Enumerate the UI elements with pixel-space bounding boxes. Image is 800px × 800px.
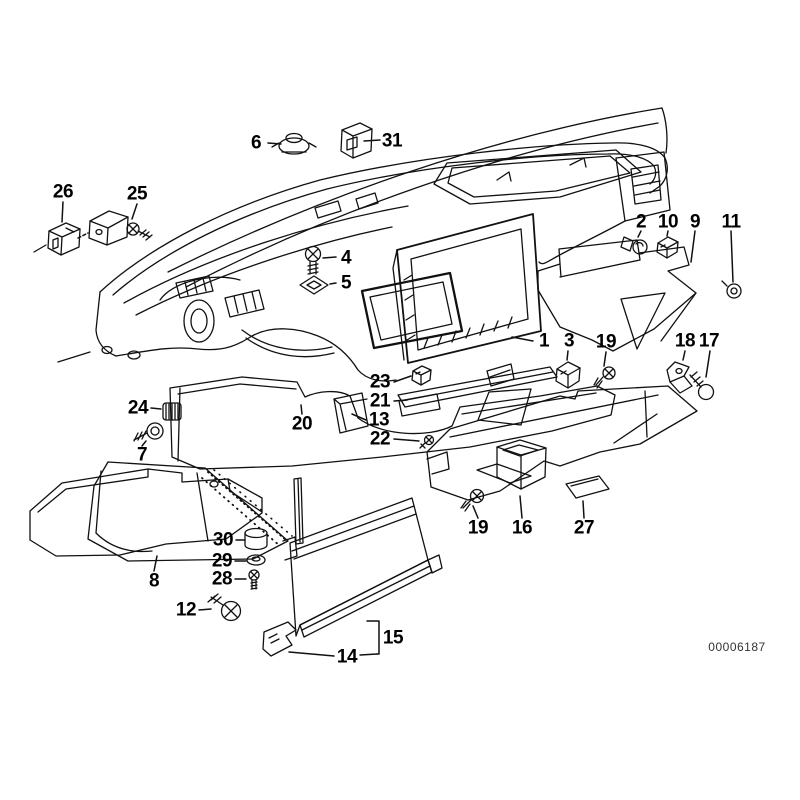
screw-19-lower-drawing xyxy=(460,488,485,512)
grommet-11-drawing xyxy=(721,280,742,299)
part-label-3[interactable]: 3 xyxy=(563,330,575,352)
part-label-19a[interactable]: 19 xyxy=(595,331,617,353)
clip-23-drawing xyxy=(411,365,432,386)
part-label-13[interactable]: 13 xyxy=(368,409,390,431)
part-label-18[interactable]: 18 xyxy=(674,330,696,352)
part-label-27[interactable]: 27 xyxy=(573,517,595,539)
part-label-1[interactable]: 1 xyxy=(538,330,550,352)
clip-6-drawing xyxy=(271,132,317,155)
part-label-25[interactable]: 25 xyxy=(126,183,148,205)
bulb-2-drawing xyxy=(620,236,648,255)
rail-21-drawing xyxy=(397,363,558,417)
part-label-31[interactable]: 31 xyxy=(381,130,403,152)
part-label-28[interactable]: 28 xyxy=(211,568,233,590)
part-label-2[interactable]: 2 xyxy=(635,211,647,233)
part-label-17[interactable]: 17 xyxy=(698,330,720,352)
part-label-9[interactable]: 9 xyxy=(689,211,701,233)
part-label-26[interactable]: 26 xyxy=(52,181,74,203)
screw-19-upper-drawing xyxy=(593,366,616,389)
dashboard-panel-drawing xyxy=(57,107,671,382)
screw-28-drawing xyxy=(248,569,260,590)
part-label-15[interactable]: 15 xyxy=(382,627,404,649)
part-label-6[interactable]: 6 xyxy=(250,132,262,154)
cap-30-drawing xyxy=(244,527,268,551)
pad-27-drawing xyxy=(565,475,610,499)
nut-24-drawing xyxy=(162,402,182,421)
part-label-30[interactable]: 30 xyxy=(212,529,234,551)
part-label-7[interactable]: 7 xyxy=(136,444,148,466)
part-label-20[interactable]: 20 xyxy=(291,413,313,435)
part-label-29[interactable]: 29 xyxy=(211,550,233,572)
washer-29-drawing xyxy=(246,554,266,566)
screw-17-drawing xyxy=(689,371,715,401)
part-label-19b[interactable]: 19 xyxy=(467,517,489,539)
part-label-11[interactable]: 11 xyxy=(721,211,741,233)
part-label-5[interactable]: 5 xyxy=(340,272,352,294)
bracket-18-drawing xyxy=(666,361,693,394)
part-label-14[interactable]: 14 xyxy=(336,646,358,668)
part-label-24[interactable]: 24 xyxy=(127,397,149,419)
clip-26-drawing xyxy=(33,222,81,256)
bracket-25-drawing xyxy=(88,210,153,246)
screw-4-drawing xyxy=(304,245,322,275)
bracket-13-drawing xyxy=(333,392,369,434)
part-label-23[interactable]: 23 xyxy=(369,371,391,393)
part-label-8[interactable]: 8 xyxy=(148,570,160,592)
bracket-9-drawing xyxy=(537,239,697,352)
trim-panel-20-drawing xyxy=(169,376,616,470)
tray-16-drawing xyxy=(476,439,547,490)
part-label-12[interactable]: 12 xyxy=(175,599,197,621)
lower-panel-15-drawing xyxy=(262,477,443,657)
clip-31-drawing xyxy=(340,122,373,159)
clip-5-drawing xyxy=(299,275,329,295)
bolt-12-drawing xyxy=(207,593,242,622)
clip-3-drawing xyxy=(555,361,581,389)
screw-22-drawing xyxy=(419,434,435,449)
part-label-21[interactable]: 21 xyxy=(369,390,391,412)
part-label-10[interactable]: 10 xyxy=(657,211,679,233)
diagram-id-code: 00006187 xyxy=(708,640,766,654)
bolt-7-drawing xyxy=(133,422,164,442)
clip-10-drawing xyxy=(656,236,679,259)
leader-lines xyxy=(61,139,734,657)
part-label-16[interactable]: 16 xyxy=(511,517,533,539)
part-label-22[interactable]: 22 xyxy=(369,428,391,450)
lower-right-panel-drawing xyxy=(426,385,698,501)
part-label-4[interactable]: 4 xyxy=(340,247,352,269)
